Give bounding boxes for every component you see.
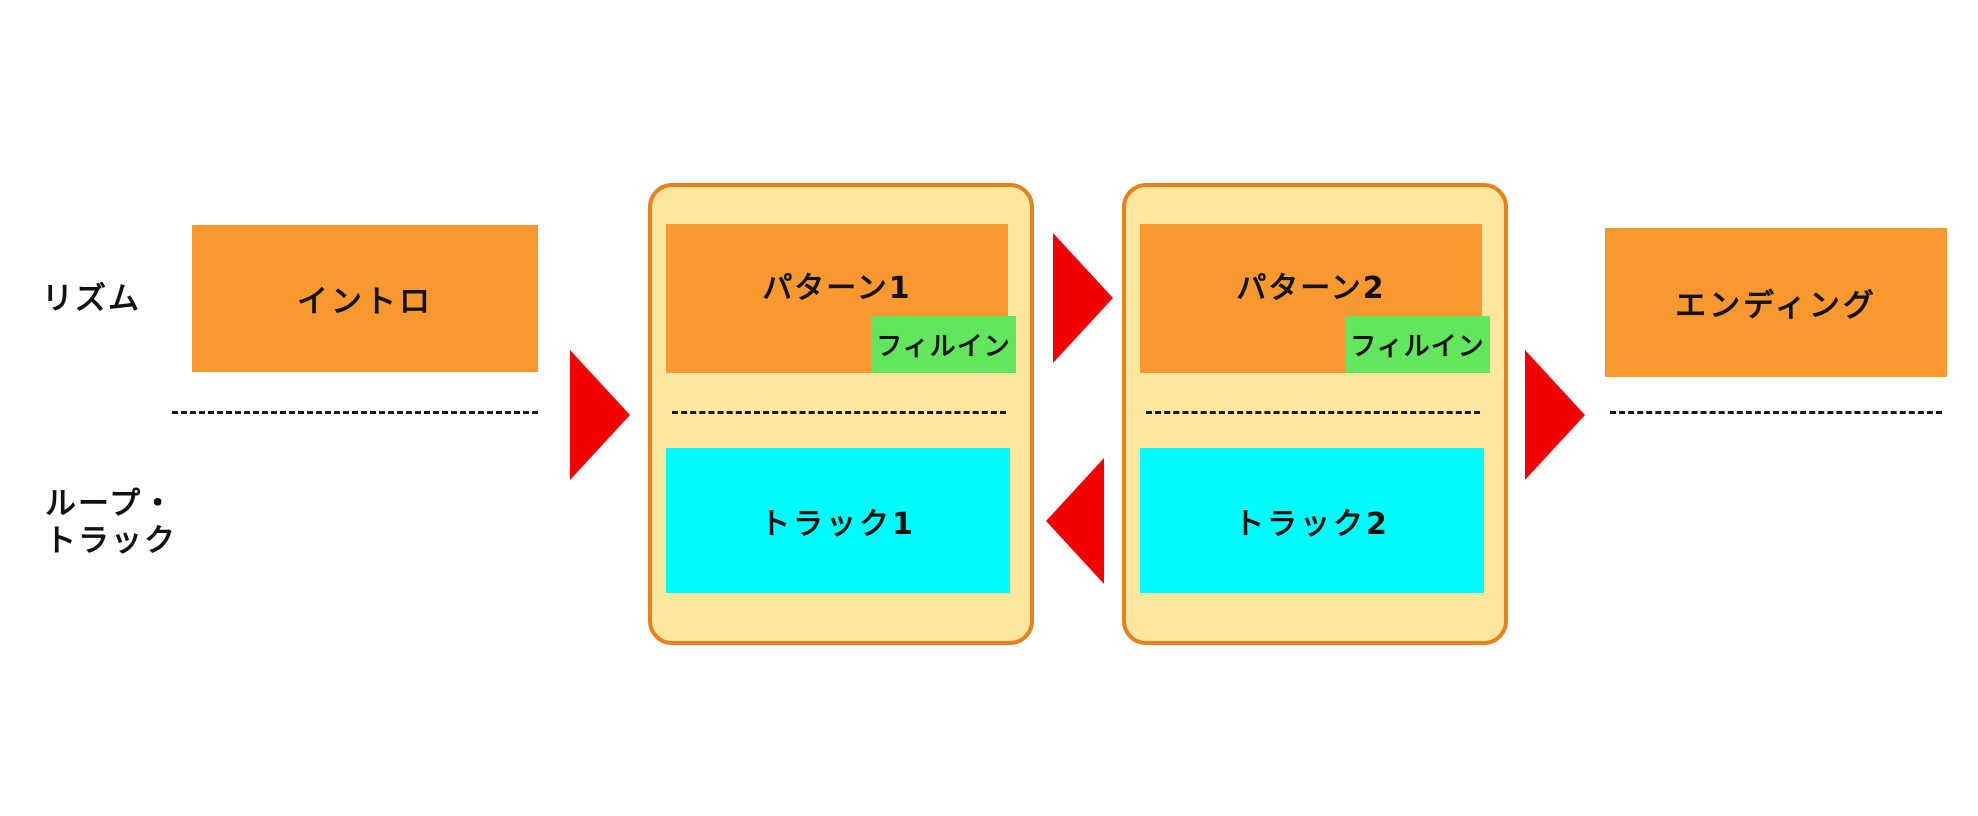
- pattern2-fillin-block: フィルイン: [1345, 316, 1490, 373]
- pattern2-dash-divider: [1146, 411, 1480, 414]
- arrow-intro-to-pattern1-icon: [570, 350, 630, 480]
- rhythm-dash-left: [172, 411, 538, 414]
- pattern1-dash-divider: [672, 411, 1006, 414]
- pattern2-fillin-label: フィルイン: [1350, 332, 1485, 362]
- pattern2-label: パターン2: [1236, 270, 1386, 306]
- pattern1-card: パターン1 フィルイン トラック1: [648, 183, 1034, 645]
- track2-block: トラック2: [1140, 448, 1484, 593]
- pattern1-block: パターン1: [666, 224, 1008, 373]
- rhythm-row-label-text: リズム: [42, 281, 141, 317]
- ending-label: エンディング: [1675, 288, 1877, 324]
- intro-label: イントロ: [297, 284, 433, 320]
- ending-block: エンディング: [1605, 228, 1947, 377]
- arrow-pattern1-to-pattern2-icon: [1053, 233, 1113, 363]
- arrow-pattern2-to-ending-icon: [1525, 350, 1585, 480]
- rhythm-dash-right: [1610, 411, 1942, 414]
- loop-track-label-line2: トラック: [45, 523, 177, 559]
- pattern1-fillin-block: フィルイン: [871, 316, 1016, 373]
- loop-track-row-label: ループ・ トラック: [45, 486, 177, 560]
- loop-track-label-line1: ループ・: [45, 486, 176, 522]
- track2-label: トラック2: [1234, 506, 1390, 542]
- arrow-track2-to-track1-icon: [1046, 458, 1104, 584]
- pattern1-fillin-label: フィルイン: [876, 332, 1011, 362]
- intro-block: イントロ: [192, 225, 538, 372]
- track1-block: トラック1: [666, 448, 1010, 593]
- rhythm-row-label: リズム: [42, 281, 141, 318]
- track1-label: トラック1: [760, 506, 916, 542]
- pattern2-card: パターン2 フィルイン トラック2: [1122, 183, 1508, 645]
- pattern1-label: パターン1: [762, 270, 912, 306]
